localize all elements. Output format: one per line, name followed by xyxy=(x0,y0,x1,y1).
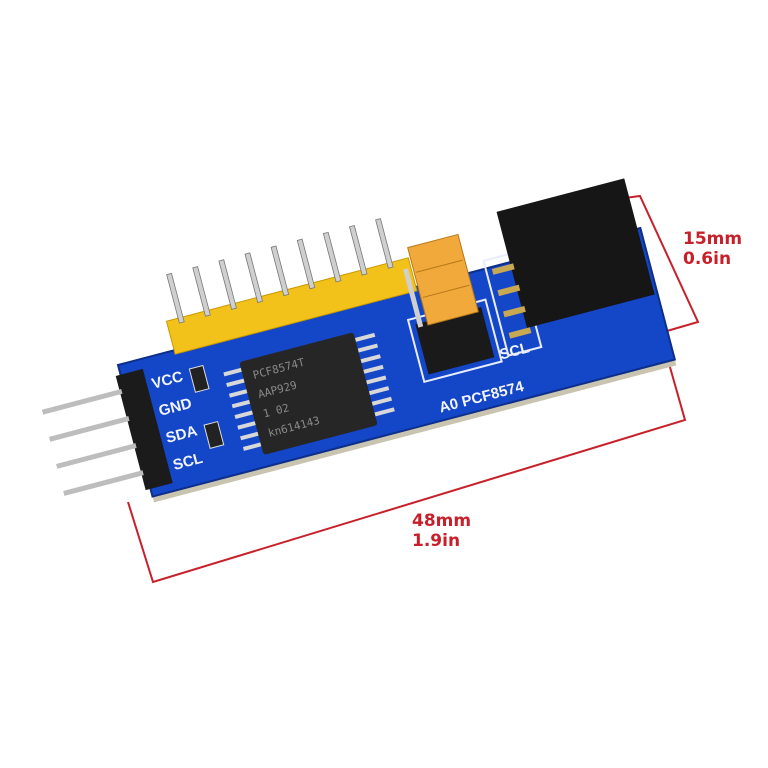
header-pin xyxy=(375,218,394,269)
chip-leg xyxy=(360,354,381,364)
right-female-header xyxy=(482,178,655,357)
chip-leg xyxy=(366,375,387,385)
header-pin xyxy=(166,272,185,324)
chip-leg xyxy=(363,364,384,374)
resistor xyxy=(188,364,210,393)
pcb-board: VCC GND SDA SCL PCF8574T AAP929 1 02 kn6… xyxy=(41,178,677,503)
chip-leg xyxy=(374,407,395,417)
left-male-header xyxy=(41,368,173,496)
chip-leg xyxy=(237,420,258,430)
header-pin xyxy=(349,224,368,276)
chip-leg xyxy=(231,399,253,409)
chip-leg xyxy=(234,409,255,419)
chip-leg xyxy=(371,396,393,406)
chip-leg xyxy=(226,378,247,388)
header-pin xyxy=(244,252,264,303)
chip-leg xyxy=(228,388,250,398)
header-pin xyxy=(322,231,342,283)
chip-leg xyxy=(223,367,244,377)
dimension-length-bracket xyxy=(127,345,687,584)
length-mm-label: 48mm xyxy=(412,511,471,531)
header-pin xyxy=(192,266,211,317)
chip-leg xyxy=(240,431,261,441)
address-jumpers xyxy=(403,233,503,384)
chip-leg xyxy=(368,386,390,396)
chip-leg xyxy=(357,343,379,353)
chip-leg xyxy=(354,332,376,342)
pcf8574t-chip: PCF8574T AAP929 1 02 kn614143 xyxy=(223,332,395,455)
length-in-label: 1.9in xyxy=(412,531,460,551)
resistor xyxy=(203,420,225,449)
header-pin xyxy=(296,238,316,290)
yellow-pin-header xyxy=(165,218,418,355)
height-in-label: 0.6in xyxy=(683,249,731,269)
height-mm-label: 15mm xyxy=(683,229,742,249)
header-pin xyxy=(270,245,290,297)
chip-leg xyxy=(242,441,264,451)
header-pin xyxy=(218,259,237,310)
